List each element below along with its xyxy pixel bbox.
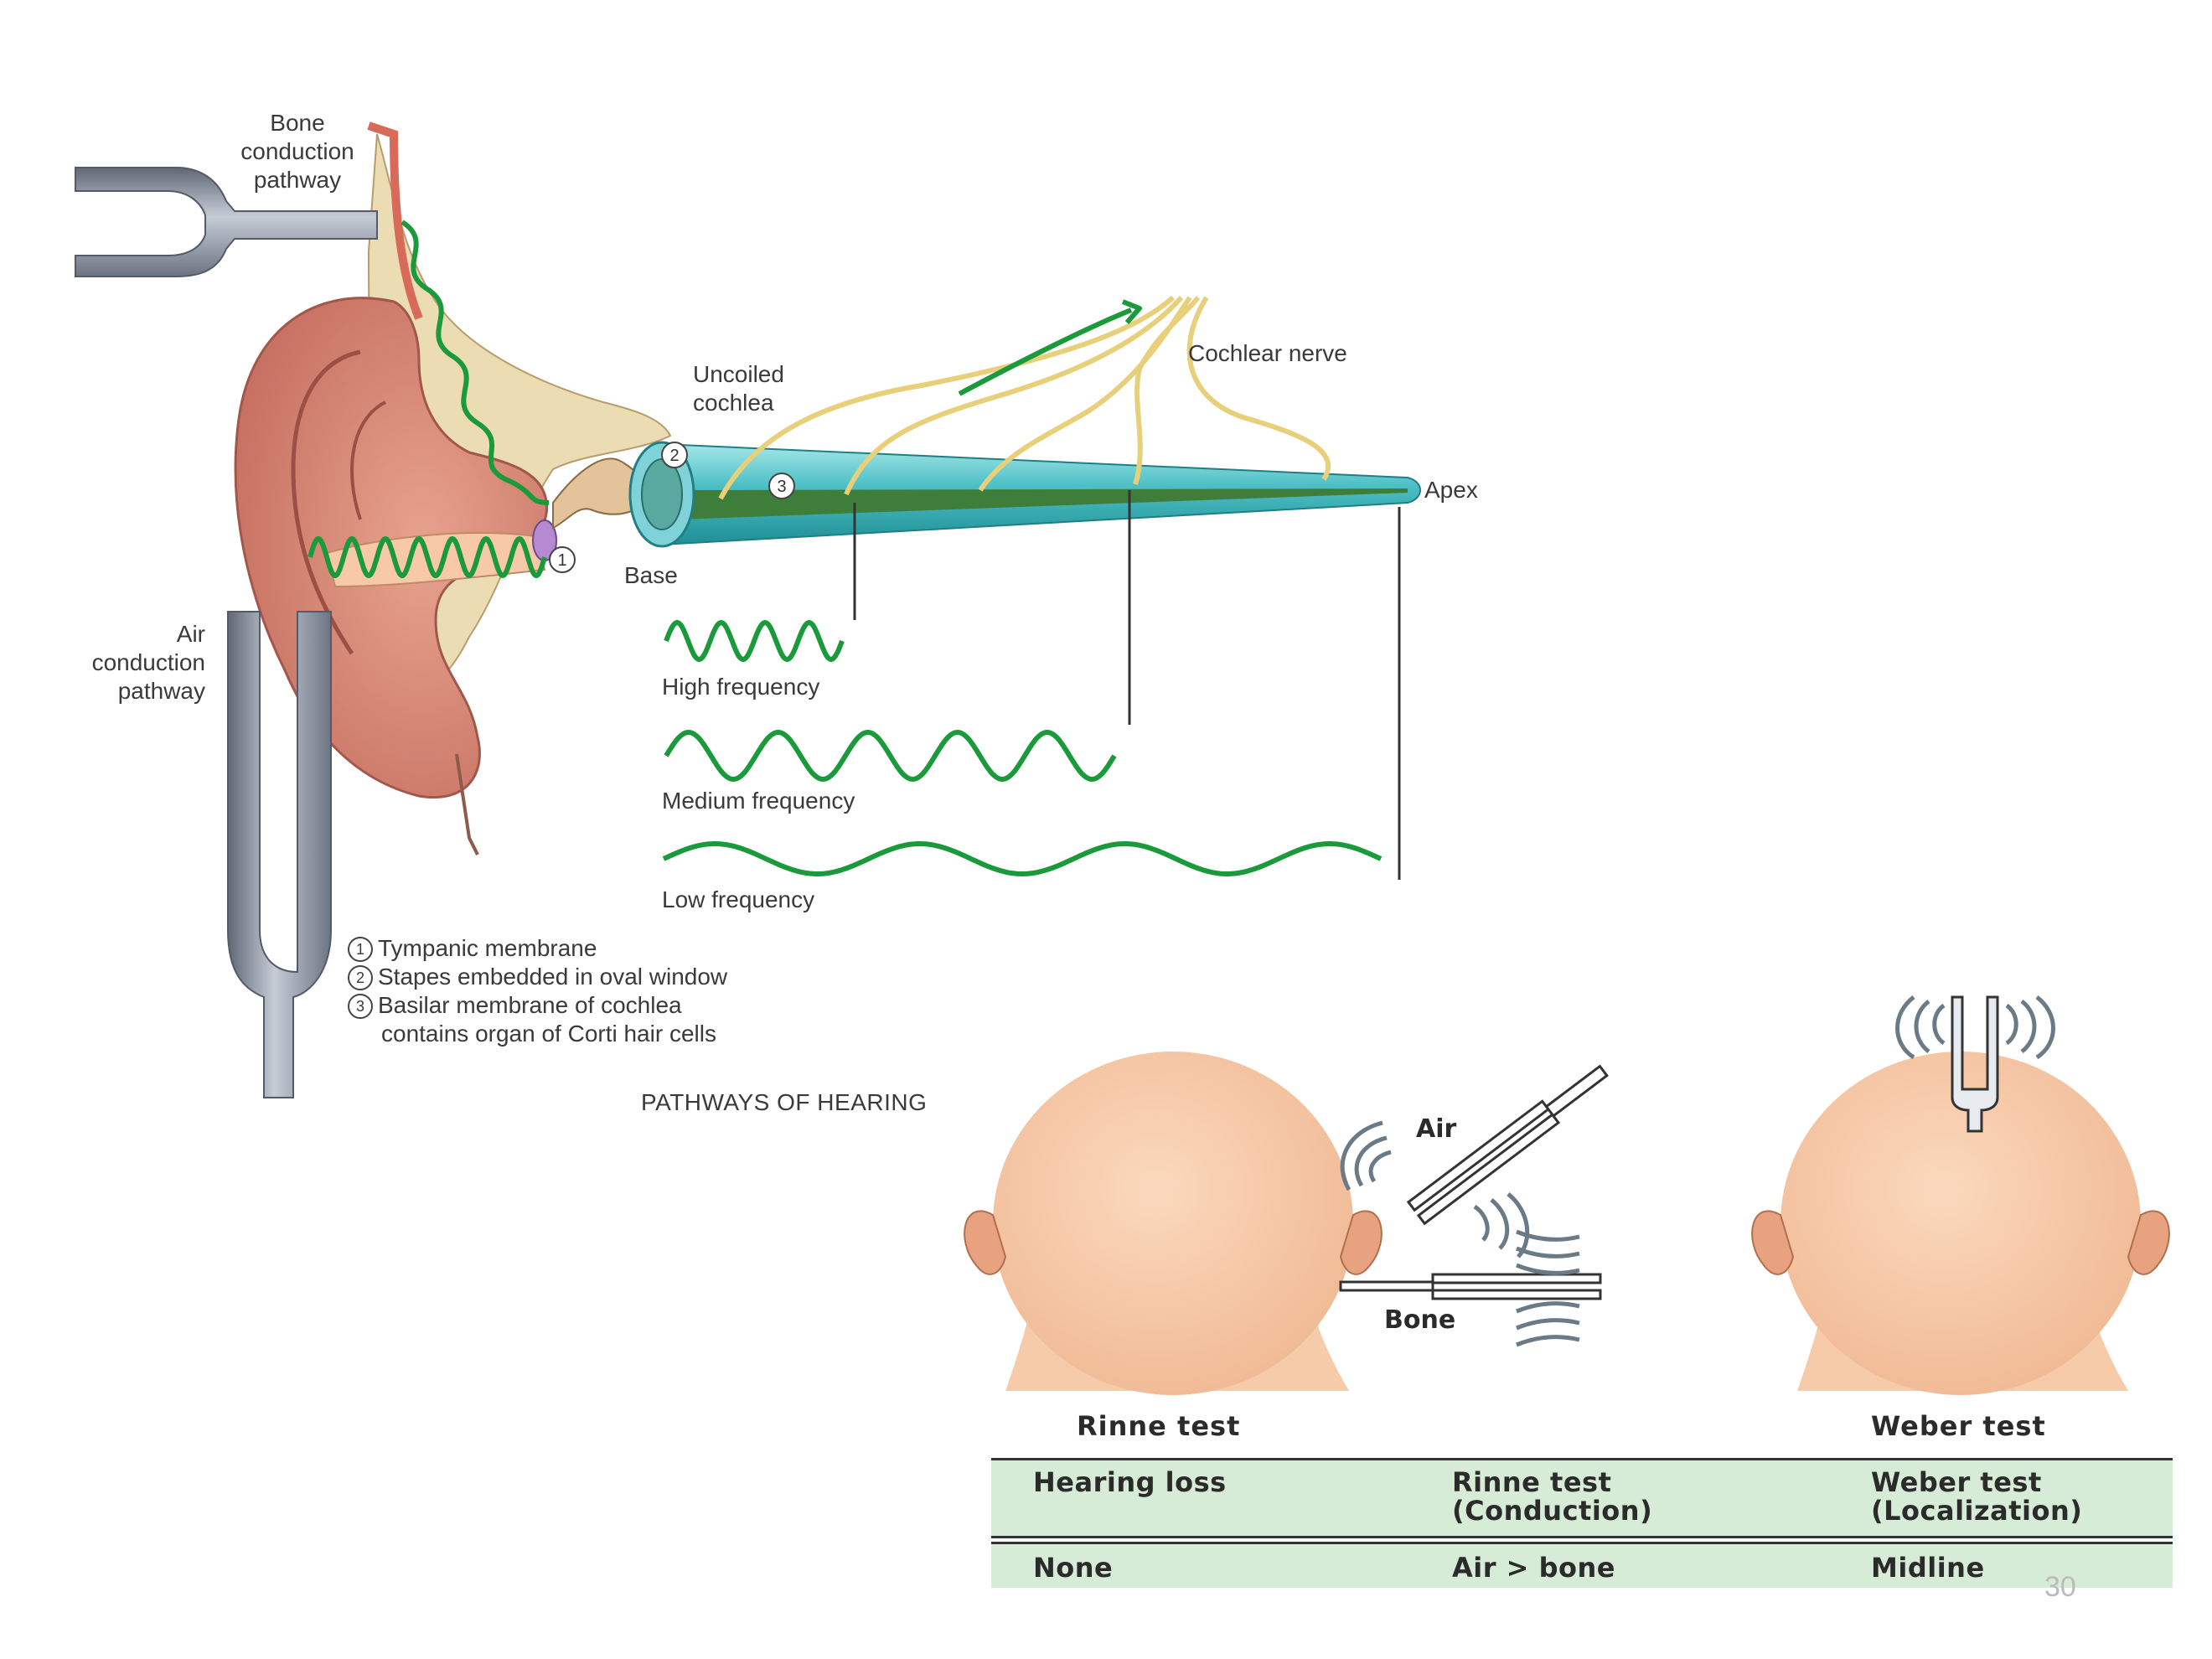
table-cell-hearing-loss: None — [1033, 1552, 1114, 1584]
air-conduction-wave — [308, 535, 547, 579]
rinne-air-tuning-fork — [1406, 1064, 1609, 1226]
legend-text: Basilar membrane of cochlea — [378, 992, 682, 1018]
high-frequency-label: High frequency — [662, 674, 820, 700]
legend-number: 1 — [348, 937, 373, 962]
medium-frequency-label: Medium frequency — [662, 788, 855, 814]
rinne-bone-tuning-fork — [1339, 1273, 1602, 1300]
page-number: 30 — [2044, 1571, 2076, 1603]
low-frequency-label: Low frequency — [662, 886, 815, 912]
apex-label: Apex — [1424, 477, 1478, 503]
table-top-rule — [991, 1458, 2173, 1460]
bone-conduction-wave — [401, 220, 550, 505]
rinne-test-head — [964, 1052, 1382, 1395]
table-cell-rinne: Air > bone — [1452, 1552, 1615, 1584]
table-cell-weber: Midline — [1871, 1552, 1985, 1584]
table-header-band — [991, 1460, 2173, 1536]
air-conduction-label: Air conduction pathway — [91, 621, 205, 704]
cochlear-nerve-label: Cochlear nerve — [1188, 340, 1347, 366]
svg-text:3: 3 — [777, 478, 786, 496]
table-row-band — [991, 1544, 2173, 1588]
table-header-hearing-loss: Hearing loss — [1033, 1466, 1227, 1498]
table-header-rinne: Rinne test (Conduction) — [1452, 1466, 1653, 1527]
signal-arrows — [958, 299, 1142, 396]
air-conduction-tuning-fork — [227, 611, 332, 1098]
bone-label: Bone — [1384, 1305, 1456, 1335]
rinne-sound-waves — [1340, 1120, 1580, 1347]
table-header-rule — [991, 1536, 2173, 1538]
bone-conduction-label: Bone conduction pathway — [240, 110, 354, 193]
uncoiled-cochlea-label: Uncoiled cochlea — [693, 361, 784, 416]
legend-number: 3 — [348, 994, 373, 1019]
svg-text:2: 2 — [669, 447, 679, 465]
marker-3: 3 — [768, 473, 795, 499]
cochlear-nerve-fibers — [718, 295, 1331, 500]
rinne-test-title: Rinne test — [1077, 1410, 1241, 1442]
weber-sound-waves — [1895, 995, 2055, 1060]
low-frequency-wave — [662, 841, 1382, 877]
uncoiled-cochlea — [628, 441, 1421, 548]
bone-conduction-tuning-fork — [75, 167, 378, 277]
base-label: Base — [624, 562, 678, 588]
weber-test-head — [1751, 1052, 2170, 1395]
legend-text: Stapes embedded in oval window — [378, 964, 728, 990]
high-frequency-wave — [664, 619, 845, 663]
air-label: Air — [1416, 1114, 1457, 1144]
frequency-position-lines — [853, 490, 1401, 880]
diagram-caption: PATHWAYS OF HEARING — [641, 1089, 928, 1115]
table-header-weber: Weber test (Localization) — [1871, 1466, 2083, 1527]
legend-number: 2 — [348, 965, 373, 990]
table-header-rule-2 — [991, 1542, 2173, 1544]
marker-2: 2 — [661, 442, 688, 468]
marker-1: 1 — [549, 546, 576, 573]
weber-tuning-fork — [1951, 995, 1999, 1133]
medium-frequency-wave — [664, 729, 1117, 783]
legend-text: Tympanic membrane — [378, 935, 597, 961]
legend-continuation: contains organ of Corti hair cells — [381, 1021, 716, 1047]
weber-test-title: Weber test — [1871, 1410, 2046, 1442]
hearing-loss-table: Hearing loss Rinne test (Conduction) Web… — [991, 1458, 2173, 1588]
svg-text:1: 1 — [557, 551, 566, 570]
